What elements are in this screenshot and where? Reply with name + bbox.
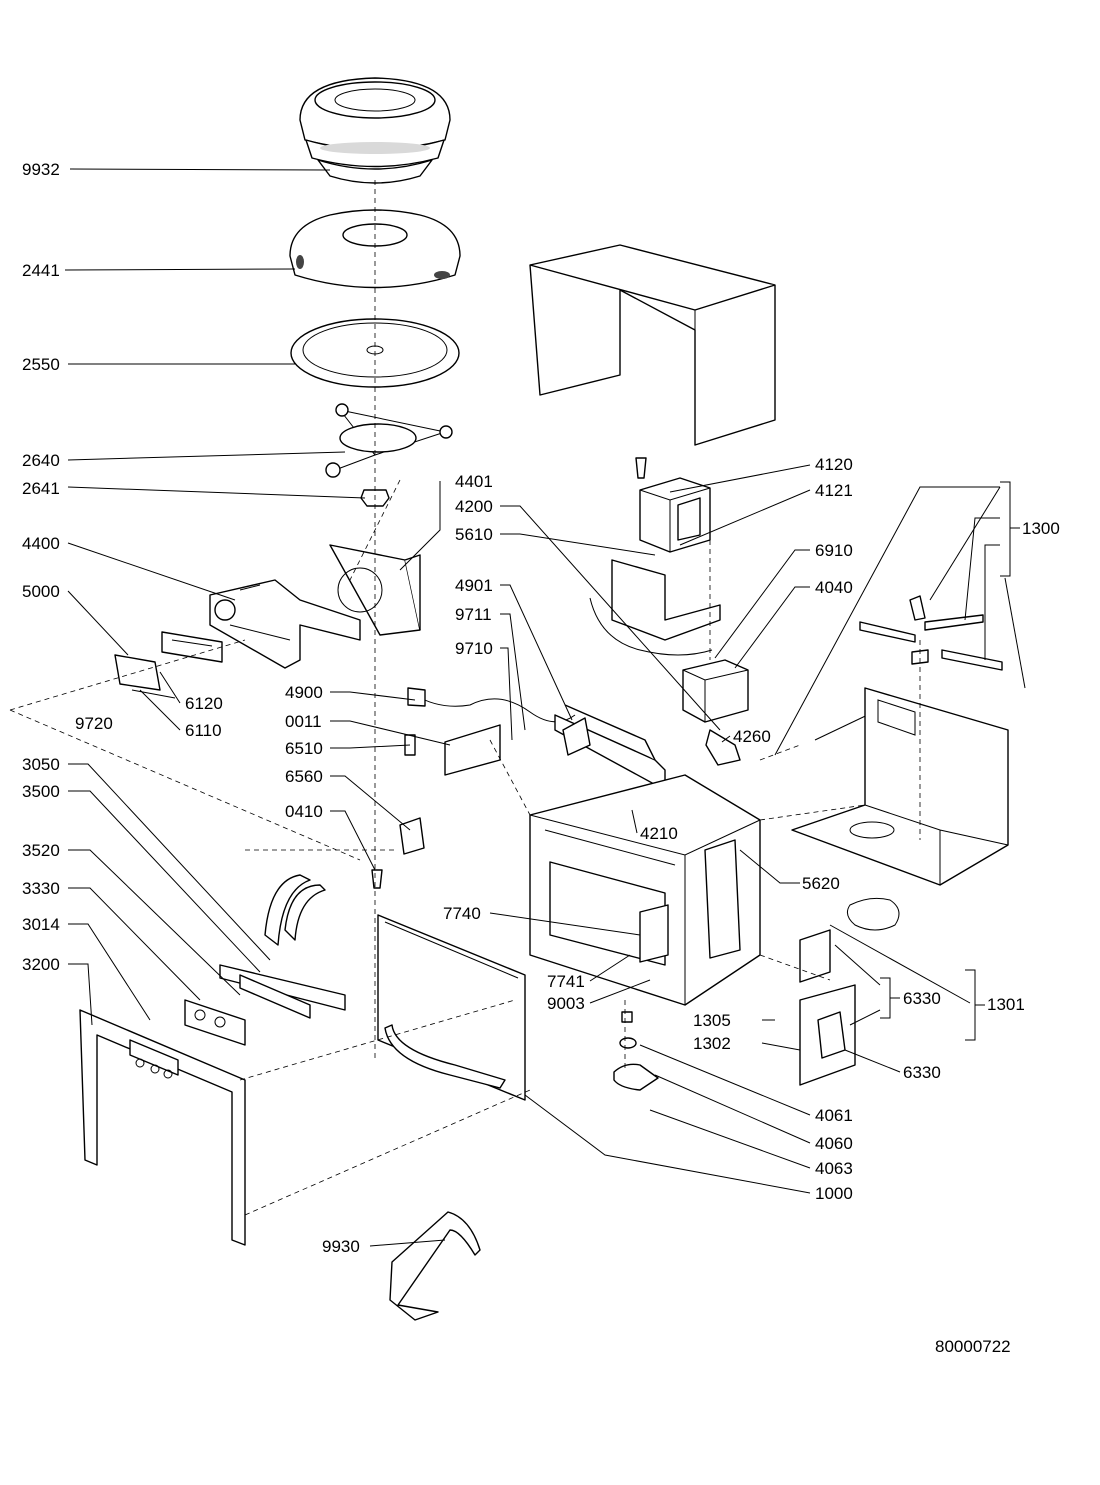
part-steamer-dish	[299, 77, 451, 184]
label-1300: 1300	[1022, 519, 1060, 538]
part-screw-0410	[371, 869, 383, 889]
label-2641: 2641	[22, 479, 60, 498]
label-6510: 6510	[285, 739, 323, 758]
label-9930: 9930	[322, 1237, 360, 1256]
part-fuse-holder	[399, 817, 425, 855]
part-stand	[389, 1211, 481, 1321]
label-1000: 1000	[815, 1184, 853, 1203]
part-transformer	[639, 477, 711, 553]
part-labels: 9932 2441 2550 2640 2641 4400 5000 9720 …	[22, 160, 1060, 1356]
label-9711: 9711	[455, 605, 492, 624]
part-antenna-wire	[589, 597, 713, 656]
part-outer-casing	[529, 244, 776, 446]
part-cover-disc	[846, 897, 900, 931]
label-0410: 0410	[285, 802, 323, 821]
label-6120: 6120	[185, 694, 223, 713]
label-0011: 0011	[285, 712, 322, 731]
label-9003: 9003	[547, 994, 585, 1013]
label-9710: 9710	[455, 639, 493, 658]
part-magnetron	[682, 659, 749, 723]
label-4260: 4260	[733, 727, 771, 746]
part-turntable-motor	[613, 1011, 659, 1091]
part-plug	[407, 687, 426, 707]
part-capacitor	[705, 729, 741, 766]
label-4061: 4061	[815, 1106, 853, 1125]
label-6110: 6110	[185, 721, 222, 740]
label-5610: 5610	[455, 525, 493, 544]
label-6330-upper: 6330	[903, 989, 941, 1008]
label-1305: 1305	[693, 1011, 731, 1030]
label-5620: 5620	[802, 874, 840, 893]
label-7740: 7740	[443, 904, 481, 923]
part-front-frame	[79, 1009, 246, 1246]
label-6330-lower: 6330	[903, 1063, 941, 1082]
leader-lines	[64, 168, 1026, 1247]
part-ribbon-cable	[219, 874, 346, 1019]
label-3520: 3520	[22, 841, 60, 860]
label-5000: 5000	[22, 582, 60, 601]
part-wire-harness	[414, 694, 576, 723]
label-4040: 4040	[815, 578, 853, 597]
part-bracket-0011	[444, 724, 501, 776]
part-rails	[859, 595, 1003, 671]
label-2640: 2640	[22, 451, 60, 470]
label-9720: 9720	[75, 714, 113, 733]
label-4060: 4060	[815, 1134, 853, 1153]
part-cavity-shell	[791, 687, 1009, 886]
label-1301: 1301	[987, 995, 1025, 1014]
label-3014: 3014	[22, 915, 60, 934]
part-transformer-bracket	[611, 559, 721, 641]
label-1302: 1302	[693, 1034, 731, 1053]
label-2441: 2441	[22, 261, 60, 280]
label-4900: 4900	[285, 683, 323, 702]
part-keypad	[184, 999, 246, 1046]
group-brackets	[880, 481, 1020, 1041]
label-4401: 4401	[455, 472, 493, 491]
part-oven-cavity	[529, 774, 761, 1006]
part-screw-top	[635, 457, 647, 479]
label-3500: 3500	[22, 782, 60, 801]
label-4400: 4400	[22, 534, 60, 553]
part-door	[377, 914, 526, 1101]
drawing-number: 80000722	[935, 1337, 1011, 1356]
label-4210: 4210	[640, 824, 678, 843]
part-roller-ring	[325, 403, 453, 478]
label-4120: 4120	[815, 455, 853, 474]
label-4121: 4121	[815, 481, 853, 500]
part-crisp-plate	[289, 209, 461, 289]
label-3200: 3200	[22, 955, 60, 974]
label-6910: 6910	[815, 541, 853, 560]
assembly-guides	[9, 180, 921, 1216]
part-door-switch-bracket	[799, 929, 856, 1086]
label-4200: 4200	[455, 497, 493, 516]
part-control-bracket	[114, 631, 223, 691]
label-3050: 3050	[22, 755, 60, 774]
label-7741: 7741	[547, 972, 585, 991]
part-waveguide	[209, 579, 361, 669]
label-3330: 3330	[22, 879, 60, 898]
label-2550: 2550	[22, 355, 60, 374]
label-9932: 9932	[22, 160, 60, 179]
label-4063: 4063	[815, 1159, 853, 1178]
label-6560: 6560	[285, 767, 323, 786]
label-4901: 4901	[455, 576, 493, 595]
